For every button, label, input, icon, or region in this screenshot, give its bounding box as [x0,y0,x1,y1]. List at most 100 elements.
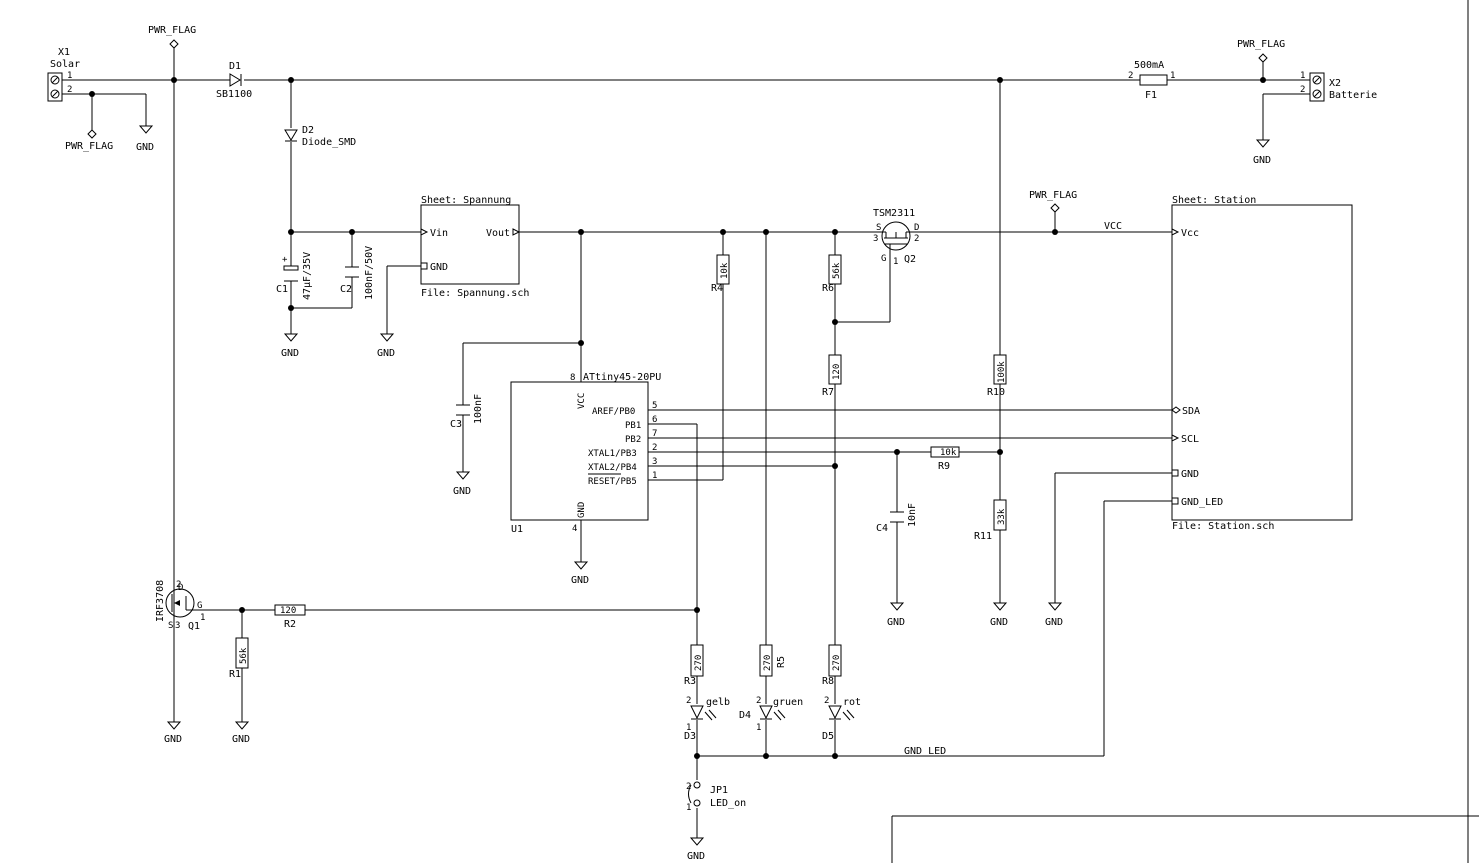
svg-text:270: 270 [763,655,773,671]
r10-ref: R10 [987,387,1005,398]
c2-ref: C2 [340,284,352,295]
svg-text:270: 270 [832,655,842,671]
svg-text:56k: 56k [832,262,842,279]
net-vcc: VCC [1104,221,1122,232]
svg-text:2: 2 [686,696,691,706]
d5-value: rot [843,697,861,708]
gnd-symbol: GND [887,602,905,628]
led-d3[interactable]: 2 1 gelb D3 [684,696,730,742]
pwr-flag-top[interactable]: PWR_FLAG [148,25,196,49]
svg-text:D: D [914,223,919,233]
r2-ref: R2 [284,619,296,630]
u1-ref: U1 [511,524,523,535]
resistor-r9[interactable]: 10k R9 [930,446,960,472]
svg-text:6: 6 [652,415,657,425]
r8-ref: R8 [822,676,834,687]
capacitor-c4[interactable]: C4 10nF [876,503,918,534]
pwr-flag-vcc[interactable]: PWR_FLAG [1029,190,1077,213]
resistor-r4[interactable]: 10k R4 [711,254,730,294]
r7-ref: R7 [822,387,834,398]
svg-text:270: 270 [694,655,704,671]
svg-text:100k: 100k [997,361,1007,383]
resistor-r6[interactable]: 56k R6 [822,254,842,294]
resistor-r11[interactable]: 33k R11 [974,499,1007,542]
svg-text:GND: GND [571,575,589,586]
gnd-symbol: GND [687,837,705,862]
mosfet-q2[interactable]: TSM2311 Q2 S 3 D 2 G 1 [873,208,919,267]
svg-text:1: 1 [686,803,691,813]
connector-x1[interactable]: X1 Solar 1 2 [47,47,80,102]
mosfet-q1[interactable]: IRF3708 Q1 D 2 G 1 S 3 [155,580,205,632]
x1-value: Solar [50,59,80,70]
gnd-symbol: GND [232,721,250,745]
r9-ref: R9 [938,461,950,472]
ic-u1[interactable]: ATtiny45-20PU U1 8 VCC GND 4 AREF/PB0 PB… [510,372,661,535]
pwr-flag-label: PWR_FLAG [148,25,196,36]
c3-ref: C3 [450,419,462,430]
svg-text:2: 2 [1300,85,1305,95]
svg-text:GND: GND [281,348,299,359]
pin-gnd: GND [1181,469,1199,480]
net-gnd-led: GND_LED [904,746,946,757]
d3-ref: D3 [684,731,696,742]
diode-d1[interactable]: D1 SB1100 [216,61,252,100]
resistor-r2[interactable]: 120 R2 [274,604,306,630]
sheet-station-name: Sheet: Station [1172,195,1256,206]
connector-x2[interactable]: 1 2 X2 Batterie [1300,71,1377,102]
fuse-f1[interactable]: 500mA F1 2 1 [1127,60,1175,101]
jumper-jp1[interactable]: 2 1 JP1 LED_on [686,781,746,813]
svg-text:8: 8 [570,373,575,383]
capacitor-c3[interactable]: C3 100nF [450,394,484,430]
svg-text:G: G [881,254,886,264]
svg-text:3: 3 [652,457,657,467]
pin-gnd-led: GND_LED [1181,497,1223,508]
d1-ref: D1 [229,61,241,72]
svg-text:10k: 10k [720,262,730,279]
led-d5[interactable]: 2 rot D5 [822,696,861,742]
svg-text:2: 2 [176,580,181,590]
capacitor-c1[interactable]: + C1 47µF/35V [276,252,313,300]
resistor-r1[interactable]: 56k R1 [229,637,249,680]
svg-text:GND: GND [687,851,705,862]
svg-text:GND: GND [164,734,182,745]
resistor-r8[interactable]: 270 R8 [822,644,842,687]
svg-text:S: S [876,223,881,233]
svg-text:GND: GND [577,502,587,518]
svg-text:10k: 10k [940,448,957,458]
svg-text:2: 2 [686,782,691,792]
svg-text:2: 2 [824,696,829,706]
svg-text:PB2: PB2 [625,435,641,445]
d2-ref: D2 [302,125,314,136]
x2-value: Batterie [1329,90,1377,101]
resistor-r5[interactable]: 270 R5 [759,644,787,677]
r3-ref: R3 [684,676,696,687]
gnd-symbol: GND [990,602,1008,628]
resistor-r3[interactable]: 270 R3 [684,644,704,687]
svg-text:XTAL1/PB3: XTAL1/PB3 [588,449,637,459]
wires [62,48,1310,838]
sheet-station[interactable]: Sheet: Station File: Station.sch Vcc SDA… [1171,195,1353,532]
svg-text:4: 4 [572,524,577,534]
gnd-symbol: GND [1253,139,1271,166]
resistor-r10[interactable]: 100k R10 [987,354,1007,398]
pwr-flag-label: PWR_FLAG [1029,190,1077,201]
gnd-symbol: GND [281,333,299,359]
led-d4[interactable]: 2 1 gruen D4 [739,696,803,733]
pwr-flag-left[interactable]: PWR_FLAG [65,129,113,152]
sheet-spannung[interactable]: Sheet: Spannung File: Spannung.sch Vin G… [420,195,529,299]
pin-gnd: GND [430,262,448,273]
svg-text:120: 120 [280,606,296,616]
pwr-flag-label: PWR_FLAG [65,141,113,152]
diode-d2[interactable]: D2 Diode_SMD [284,125,356,148]
pwr-flag-right[interactable]: PWR_FLAG [1237,39,1285,63]
u1-value: ATtiny45-20PU [583,372,661,383]
d1-value: SB1100 [216,89,252,100]
c3-value: 100nF [473,394,484,424]
gnd-symbol: GND [136,125,154,153]
resistor-r7[interactable]: 120 R7 [822,354,842,398]
svg-text:1: 1 [893,257,898,267]
svg-text:33k: 33k [997,508,1007,525]
capacitor-c2[interactable]: C2 100nF/50V [340,246,375,300]
svg-text:D: D [178,583,183,593]
